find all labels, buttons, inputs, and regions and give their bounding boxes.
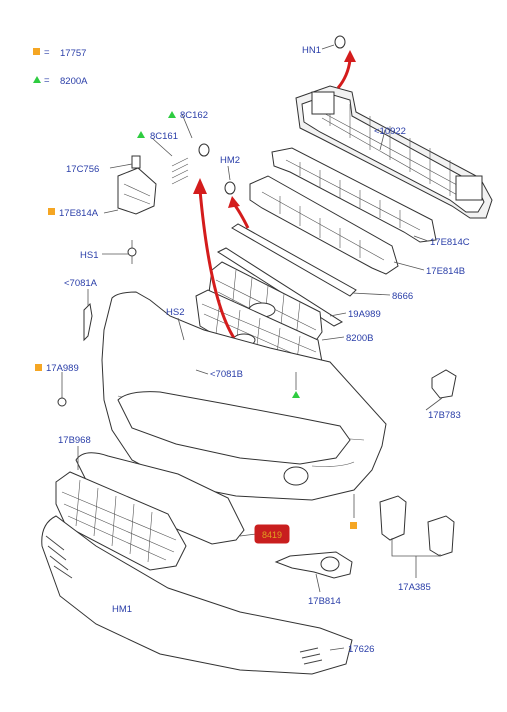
- label-17e814c: 17E814C: [430, 237, 470, 248]
- legend-separator: =: [44, 47, 50, 58]
- marker-triangle-icon: [137, 131, 145, 138]
- side-strip-7081a: [83, 302, 93, 342]
- red-arrow-hm2: [232, 203, 250, 229]
- label-8666: 8666: [392, 291, 413, 302]
- label-17e814a: 17E814A: [59, 208, 99, 219]
- leader-lines: [57, 113, 443, 651]
- fog-light-hole: [283, 466, 309, 486]
- label-17a385: 17A385: [398, 582, 431, 593]
- label-17b814: 17B814: [308, 596, 341, 607]
- marker-square-icon: [350, 522, 357, 529]
- energy-absorber-lower: [249, 175, 399, 275]
- label-7081a: <7081A: [64, 278, 98, 289]
- marker-triangle-icon: [168, 111, 176, 118]
- label-hs2: HS2: [166, 307, 184, 318]
- label-8c161: 8C161: [150, 131, 178, 142]
- label-19a989: 19A989: [348, 309, 381, 320]
- marker-triangle-icon: [292, 391, 300, 398]
- label-17c756: 17C756: [66, 164, 99, 175]
- label-hm2: HM2: [220, 155, 240, 166]
- bumper-cover: [101, 291, 387, 501]
- label-hs1: HS1: [80, 250, 98, 261]
- lower-spoiler: [41, 515, 353, 675]
- legend-code-8200a: 8200A: [60, 76, 88, 87]
- fog-lamp-bezel: [274, 551, 353, 579]
- label-17b968: 17B968: [58, 435, 91, 446]
- legend: = 17757 = 8200A: [33, 47, 88, 87]
- highlight-8419: 8419: [254, 524, 290, 544]
- label-8200b: 8200B: [346, 333, 373, 344]
- label-10922: <10922: [374, 126, 406, 137]
- label-8c162: 8C162: [180, 110, 208, 121]
- label-17626: 17626: [348, 644, 374, 655]
- side-bracket: [117, 155, 157, 264]
- bumper-reinforcement-beam: [295, 85, 493, 219]
- label-17a989: 17A989: [46, 363, 79, 374]
- label-hm1: HM1: [112, 604, 132, 615]
- label-17e814b: 17E814B: [426, 266, 465, 277]
- marker-square-icon: [35, 364, 42, 371]
- red-arrow-up: [336, 59, 352, 89]
- upper-moulding-strip: [231, 223, 357, 297]
- bracket-17b783: [431, 369, 457, 399]
- plate-bracket-right: [427, 515, 455, 557]
- lower-grille: [55, 452, 245, 571]
- marker-square-icon: [48, 208, 55, 215]
- legend-square-icon: [33, 48, 40, 55]
- plate-bracket-left: [379, 495, 407, 541]
- legend-separator: =: [44, 75, 50, 86]
- legend-triangle-icon: [33, 76, 41, 83]
- label-hn1: HN1: [302, 45, 321, 56]
- red-arrow-left: [198, 189, 236, 339]
- label-7081b: <7081B: [210, 369, 243, 380]
- legend-code-17757: 17757: [60, 48, 86, 59]
- label-17b783: 17B783: [428, 410, 461, 421]
- energy-absorber-upper: [271, 147, 437, 243]
- hn1-nut: [321, 35, 356, 89]
- label-8419: 8419: [262, 530, 282, 540]
- spring-clip: [171, 143, 236, 195]
